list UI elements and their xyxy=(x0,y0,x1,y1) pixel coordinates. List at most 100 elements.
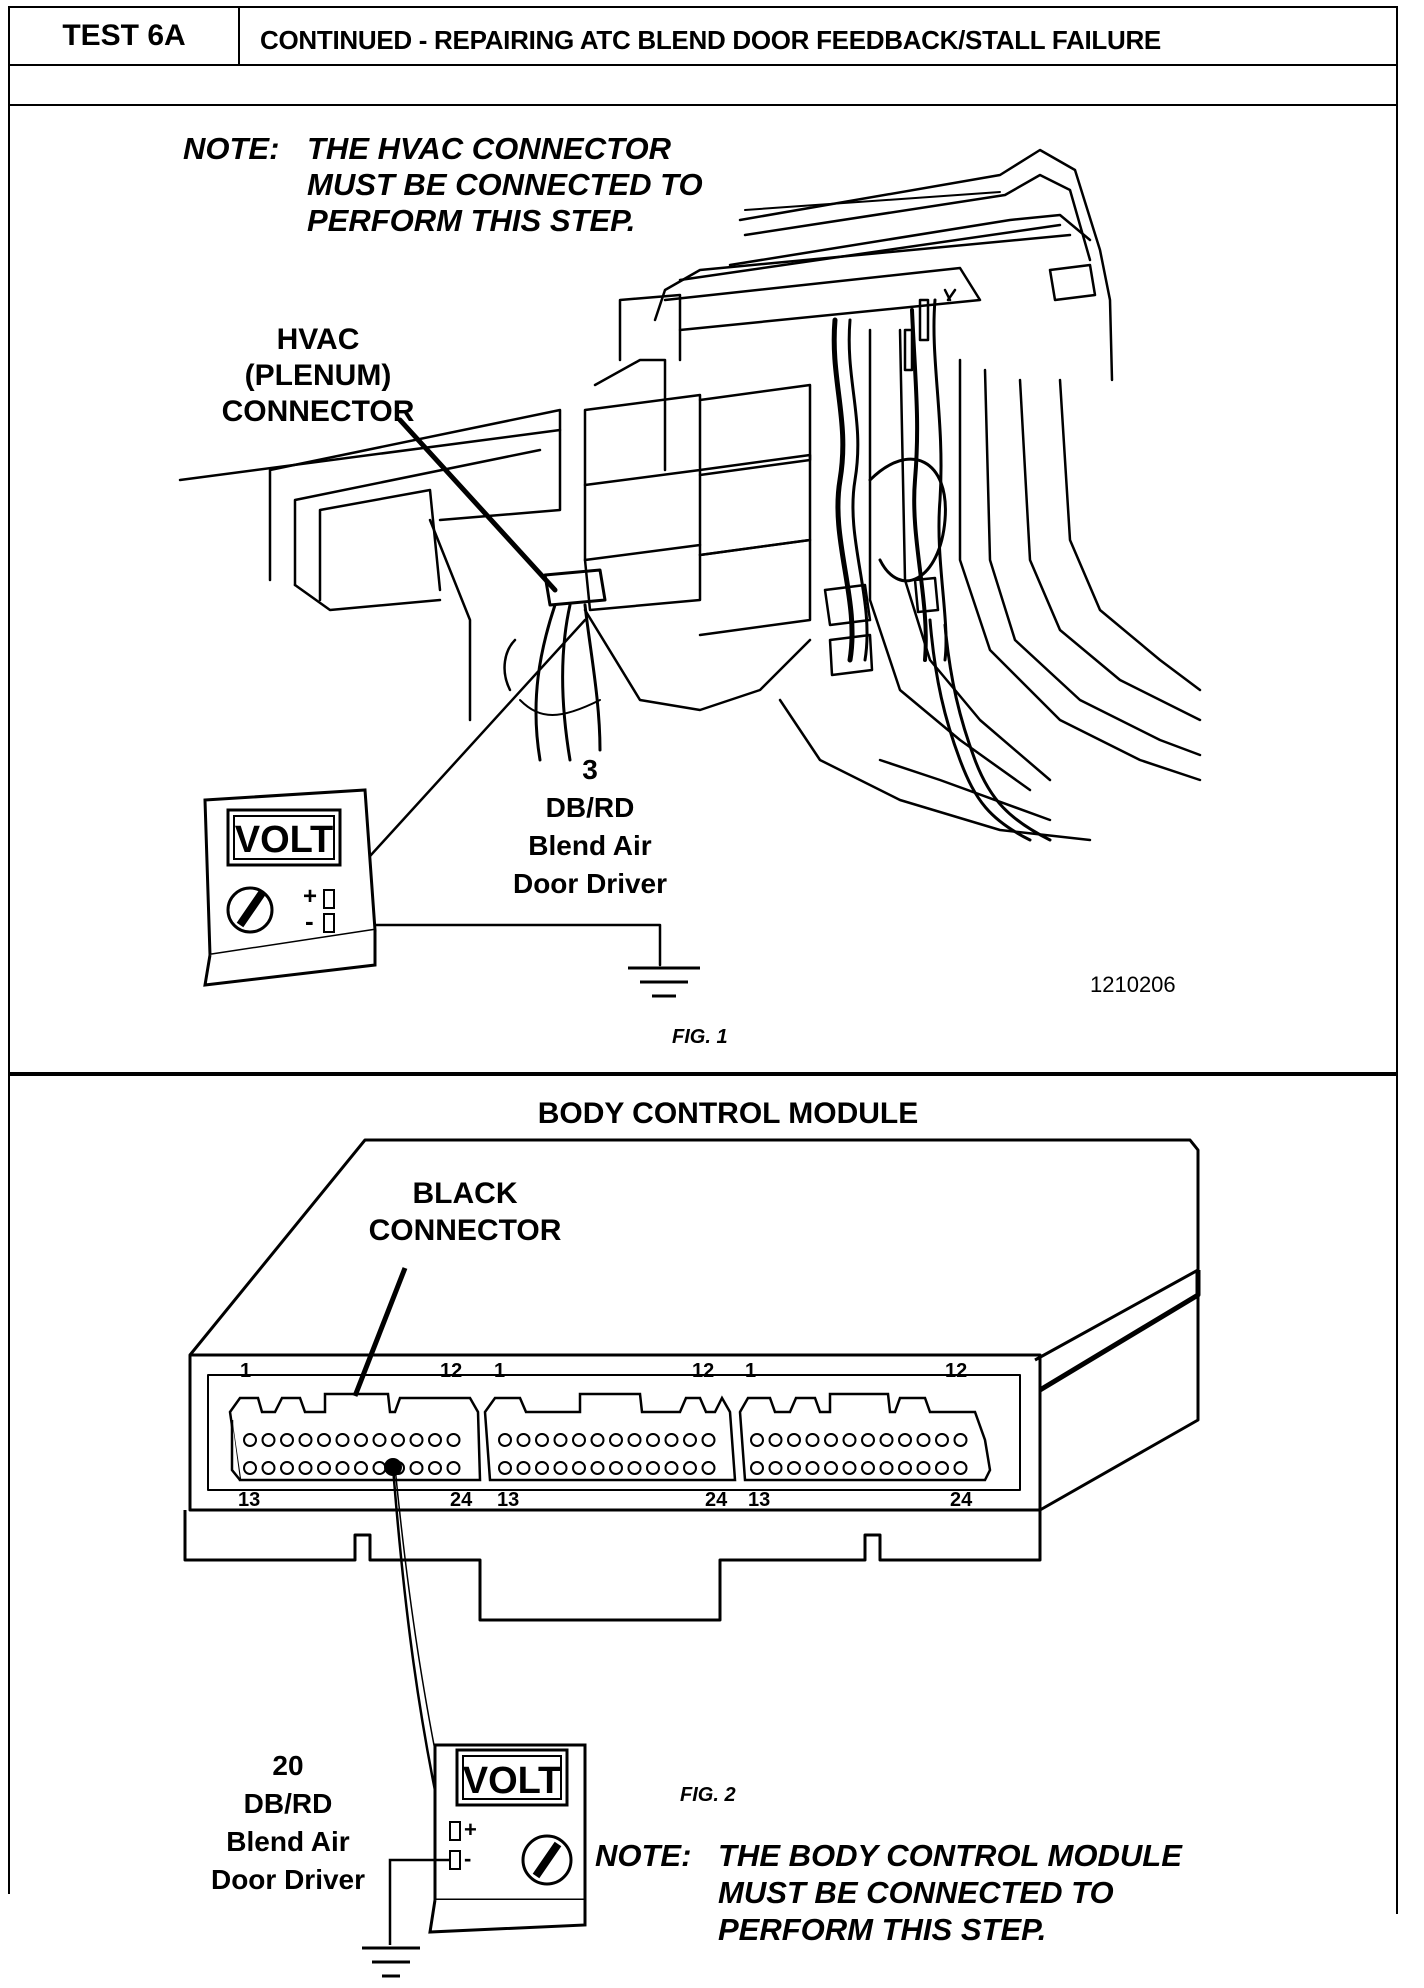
connector-pin xyxy=(243,1433,257,1447)
pin-label-24-c: 24 xyxy=(950,1489,973,1511)
note-line2-fig2: MUST BE CONNECTED TO xyxy=(718,1875,1114,1910)
voltmeter-fig2 xyxy=(428,1743,587,1934)
pin-label-1-a: 1 xyxy=(240,1360,251,1382)
probe-lead-negative-fig2 xyxy=(388,1858,450,1945)
meter-minus-fig2: - xyxy=(464,1846,471,1871)
connector-pin xyxy=(535,1433,549,1447)
connector-pin xyxy=(953,1433,968,1447)
note-leader-fig1 xyxy=(744,191,1001,211)
connector-pin xyxy=(953,1461,968,1475)
connector-pin xyxy=(298,1433,313,1447)
connector-pin xyxy=(935,1433,949,1447)
pin-label-13-b: 13 xyxy=(497,1489,519,1511)
connector-pointer-fig2 xyxy=(352,1267,408,1397)
connector-pin xyxy=(787,1461,801,1475)
note-line3-fig1: PERFORM THIS STEP. xyxy=(307,203,636,238)
figure-frame xyxy=(8,64,1398,1074)
connector-pin xyxy=(879,1461,894,1475)
hvac-plenum-drawing xyxy=(178,148,1202,842)
connector-pin xyxy=(898,1433,912,1447)
page-title: CONTINUED - REPAIRING ATC BLEND DOOR FEE… xyxy=(260,25,1161,55)
pin-label-13-c: 13 xyxy=(748,1489,770,1511)
ground-symbol-fig2 xyxy=(362,1946,420,1978)
pin-label-12-a: 12 xyxy=(440,1360,462,1382)
connector-pin xyxy=(335,1461,350,1475)
connector-label-line2-fig1: (PLENUM) xyxy=(244,359,392,392)
connector-label-line2-fig2: CONNECTOR xyxy=(368,1214,562,1247)
pin-label-12-c: 12 xyxy=(945,1360,967,1382)
connector-pin xyxy=(446,1461,461,1475)
pin-label-24-a: 24 xyxy=(450,1489,473,1511)
pin-label-12-b: 12 xyxy=(692,1360,714,1382)
frame-left-edge xyxy=(8,1074,10,1894)
connector-pin xyxy=(683,1433,697,1447)
test-id: TEST 6A xyxy=(10,8,240,64)
connector-pin xyxy=(750,1461,764,1475)
connector-pin xyxy=(572,1433,586,1447)
connector-pin xyxy=(916,1461,931,1475)
connector-pin xyxy=(335,1433,350,1447)
note-line1-fig2: THE BODY CONTROL MODULE xyxy=(718,1838,1182,1873)
connector-pin xyxy=(824,1433,838,1447)
connector-label-line3-fig1: CONNECTOR xyxy=(221,395,415,428)
connector-pin xyxy=(280,1461,294,1475)
connector-pin xyxy=(609,1461,623,1475)
connector-pin xyxy=(824,1461,838,1475)
part-code: 1210206 xyxy=(1090,972,1176,997)
ground-symbol-fig1 xyxy=(628,966,700,998)
connector-pin xyxy=(498,1461,512,1475)
note-prefix-fig1: NOTE: xyxy=(183,131,280,166)
connector-pin xyxy=(805,1433,820,1447)
meter-plus-fig1: + xyxy=(303,883,317,910)
connector-pin xyxy=(609,1433,623,1447)
wire-label-line2-fig2: DB/RD xyxy=(243,1788,333,1819)
note-line3-fig2: PERFORM THIS STEP. xyxy=(718,1912,1047,1947)
meter-minus-fig1: - xyxy=(305,906,314,936)
connector-pin xyxy=(428,1461,442,1475)
connector-pin xyxy=(261,1461,276,1475)
pin-label-1-b: 1 xyxy=(494,1360,505,1382)
connector-pin xyxy=(280,1433,294,1447)
connector-pin xyxy=(446,1433,461,1447)
pin-label-1-c: 1 xyxy=(745,1360,756,1382)
connector-pin xyxy=(409,1433,424,1447)
connector-pin xyxy=(553,1433,568,1447)
connector-pin xyxy=(898,1461,912,1475)
connector-pin xyxy=(627,1433,642,1447)
connector-pin xyxy=(498,1433,512,1447)
note-prefix-fig2: NOTE: xyxy=(595,1838,692,1873)
probe-lead-positive-fig2 xyxy=(391,1466,442,1816)
frame-right-edge xyxy=(1396,1074,1398,1914)
connector-pin xyxy=(646,1461,660,1475)
connector-pin xyxy=(916,1433,931,1447)
connector-pin xyxy=(535,1461,549,1475)
connector-pin xyxy=(372,1461,387,1475)
connector-pin xyxy=(805,1461,820,1475)
connector-pin xyxy=(428,1433,442,1447)
pin-label-13-a: 13 xyxy=(238,1489,260,1511)
wire-label-line1-fig1: 3 xyxy=(582,754,598,785)
pin-number-labels: 1 12 1 12 1 12 13 24 13 24 13 24 xyxy=(238,1360,973,1511)
connector-pin xyxy=(768,1461,783,1475)
connector-pin xyxy=(701,1461,716,1475)
connector-pin xyxy=(516,1433,531,1447)
probe-lead-positive-fig1 xyxy=(328,618,587,902)
wire-label-line4-fig2: Door Driver xyxy=(210,1864,366,1895)
connector-pin xyxy=(391,1433,405,1447)
connector-pin xyxy=(842,1433,857,1447)
meter-label-fig2: VOLT xyxy=(463,1760,562,1802)
wire-label-line3-fig1: Blend Air xyxy=(528,830,652,861)
bcm-title: BODY CONTROL MODULE xyxy=(537,1097,919,1130)
meter-label-fig1: VOLT xyxy=(235,819,334,861)
divider-middle xyxy=(8,1074,1398,1076)
wire-label-line1-fig2: 20 xyxy=(272,1750,304,1781)
connector-pin xyxy=(768,1433,783,1447)
bcm-drawing xyxy=(183,1138,1201,1622)
wire-label-line4-fig1: Door Driver xyxy=(512,868,668,899)
connector-pin xyxy=(261,1433,276,1447)
probe-lead-negative-fig1 xyxy=(333,923,662,967)
connector-pin xyxy=(787,1433,801,1447)
divider-top xyxy=(8,104,1398,106)
connector-pin xyxy=(861,1433,875,1447)
connector-pin xyxy=(646,1433,660,1447)
